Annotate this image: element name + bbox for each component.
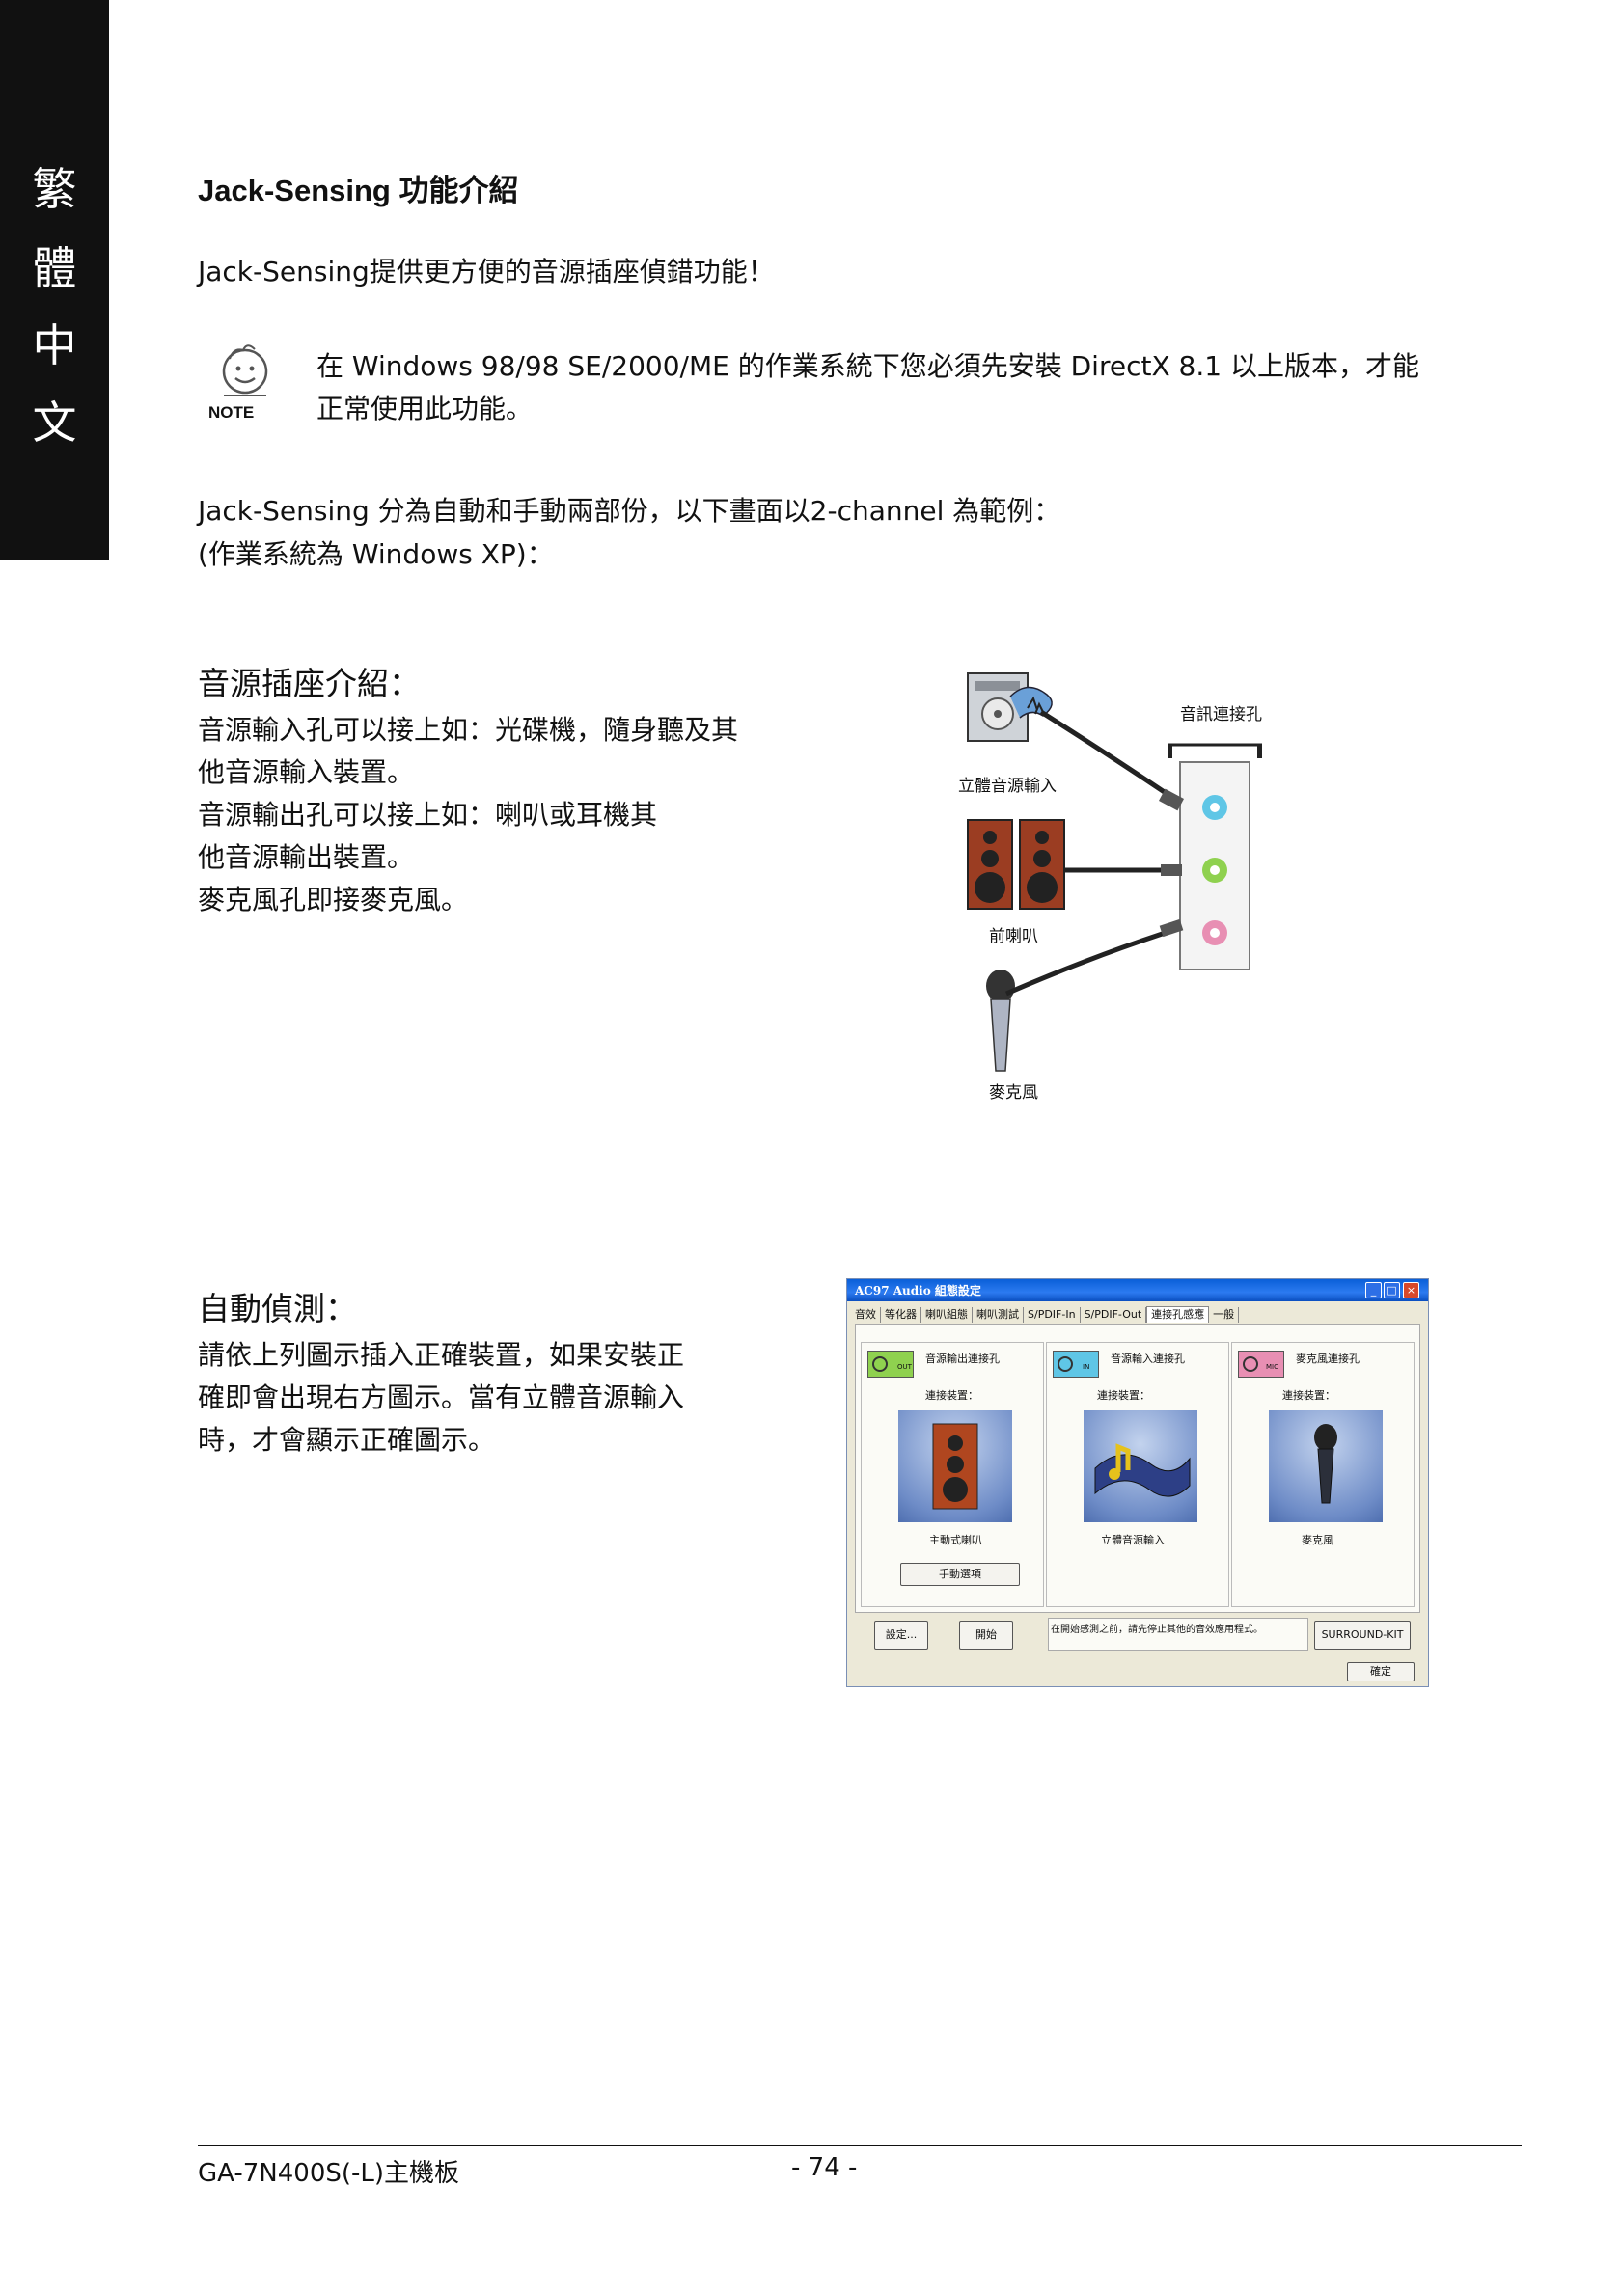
speaker-image — [898, 1410, 1012, 1522]
close-button[interactable]: × — [1403, 1282, 1419, 1298]
jack-section-line: 音源輸出孔可以接上如：喇叭或耳機其 — [198, 799, 658, 831]
note-line-1: 在 Windows 98/98 SE/2000/ME 的作業系統下您必須先安裝 … — [316, 350, 1419, 382]
microphone-icon — [986, 970, 1015, 1072]
tab-speaker-config[interactable]: 喇叭組態 — [921, 1307, 973, 1323]
mic-jack-icon: MIC — [1238, 1351, 1284, 1378]
auto-detect-line: 請依上列圖示插入正確裝置，如果安裝正 — [198, 1339, 685, 1371]
mic-group: MIC 麥克風連接孔 連接裝置： 麥克風 — [1231, 1342, 1415, 1607]
footer-model: GA-7N400S(-L)主機板 — [198, 2159, 460, 2188]
side-tab-char: 繁 — [32, 163, 77, 215]
side-tab-char: 體 — [32, 242, 77, 294]
auto-detect-line: 時，才會顯示正確圖示。 — [198, 1424, 496, 1456]
settings-button[interactable]: 設定... — [874, 1621, 928, 1650]
tab-sound-effect[interactable]: 音效 — [851, 1307, 881, 1323]
stereo-input-image — [1084, 1410, 1197, 1522]
device-caption: 麥克風 — [1302, 1534, 1333, 1546]
device-caption: 立體音源輸入 — [1101, 1534, 1165, 1546]
surround-kit-button[interactable]: SURROUND-KIT — [1314, 1621, 1411, 1650]
microphone-image — [1269, 1410, 1383, 1522]
ok-button[interactable]: 確定 — [1347, 1662, 1415, 1681]
jack-section-line: 他音源輸入裝置。 — [198, 756, 415, 788]
example-line-1: Jack-Sensing 分為自動和手動兩部份，以下畫面以2-channel 為… — [198, 495, 1061, 527]
speakers-icon — [967, 819, 1065, 910]
intro-text: Jack-Sensing提供更方便的音源插座偵錯功能！ — [198, 256, 775, 287]
audio-jack-panel — [1168, 743, 1262, 970]
port-label: 音源輸出連接孔 — [925, 1353, 1000, 1365]
footer-rule — [198, 2145, 1522, 2146]
tab-general[interactable]: 一般 — [1209, 1307, 1240, 1323]
label-front-speakers: 前喇叭 — [989, 927, 1038, 946]
tab-spdif-out[interactable]: S/PDIF-Out — [1081, 1307, 1147, 1323]
jack-section-title: 音源插座介紹： — [198, 665, 421, 702]
jack-section-line: 音源輸入孔可以接上如：光碟機，隨身聽及其 — [198, 714, 739, 746]
device-label: 連接裝置： — [1282, 1389, 1335, 1402]
page-heading: Jack-Sensing 功能介紹 — [198, 174, 519, 207]
jack-sensing-panel: OUT 音源輸出連接孔 連接裝置： 主動式喇叭 手動選項 IN 音源輸入連接孔 … — [855, 1324, 1420, 1613]
tab-spdif-in[interactable]: S/PDIF-In — [1024, 1307, 1081, 1323]
side-tab-char: 文 — [32, 396, 77, 449]
label-microphone: 麥克風 — [989, 1083, 1038, 1103]
auto-detect-title: 自動偵測： — [198, 1290, 357, 1327]
maximize-button[interactable]: □ — [1384, 1282, 1400, 1298]
line-out-group: OUT 音源輸出連接孔 連接裝置： 主動式喇叭 手動選項 — [861, 1342, 1044, 1607]
line-out-jack-icon: OUT — [867, 1351, 914, 1378]
minimize-button[interactable]: _ — [1365, 1282, 1382, 1298]
jack-section-line: 麥克風孔即接麥克風。 — [198, 884, 469, 916]
label-audio-jacks: 音訊連接孔 — [1180, 705, 1262, 724]
cd-player-icon — [967, 672, 1053, 742]
note-line-2: 正常使用此功能。 — [316, 393, 534, 424]
note-icon: NOTE — [205, 338, 282, 424]
dialog-title: AC97 Audio 組態設定 — [855, 1284, 981, 1298]
line-in-group: IN 音源輸入連接孔 連接裝置： 立體音源輸入 — [1046, 1342, 1229, 1607]
port-label: 麥克風連接孔 — [1296, 1353, 1360, 1365]
label-line-in: 立體音源輸入 — [958, 777, 1057, 796]
tab-jack-sensing[interactable]: 連接孔感應 — [1146, 1306, 1210, 1323]
jack-diagram: 音訊連接孔 立體音源輸入 前喇叭 麥克風 — [950, 666, 1298, 1109]
side-tab-char: 中 — [32, 319, 77, 371]
jack-section-line: 他音源輸出裝置。 — [198, 841, 415, 873]
device-caption: 主動式喇叭 — [929, 1534, 982, 1546]
footer-page-number: - 74 - — [791, 2153, 858, 2182]
note-label: NOTE — [208, 403, 255, 422]
manual-options-button[interactable]: 手動選項 — [900, 1563, 1020, 1586]
dialog-title-bar: AC97 Audio 組態設定 _ □ × — [847, 1279, 1428, 1301]
language-side-tab: 繁 體 中 文 — [0, 0, 109, 560]
start-button[interactable]: 開始 — [959, 1621, 1013, 1650]
tab-speaker-test[interactable]: 喇叭測試 — [973, 1307, 1024, 1323]
port-label: 音源輸入連接孔 — [1111, 1353, 1185, 1365]
device-label: 連接裝置： — [925, 1389, 978, 1402]
device-label: 連接裝置： — [1097, 1389, 1150, 1402]
example-line-2: (作業系統為 Windows XP)： — [198, 538, 554, 570]
hint-text: 在開始感測之前，請先停止其他的音效應用程式。 — [1048, 1618, 1308, 1651]
auto-detect-line: 確即會出現右方圖示。當有立體音源輸入 — [198, 1381, 685, 1413]
tab-equalizer[interactable]: 等化器 — [881, 1307, 921, 1323]
line-in-jack-icon: IN — [1053, 1351, 1099, 1378]
